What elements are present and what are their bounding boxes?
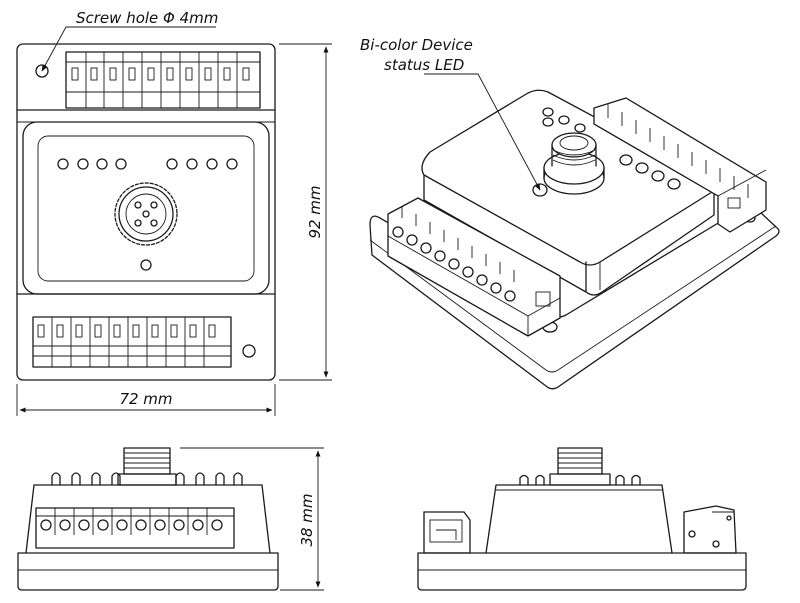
front-inner-body: [22, 121, 270, 295]
depth-label: 38 mm: [298, 493, 316, 546]
bottom-terminal-strip: [35, 507, 235, 549]
height-label: 92 mm: [306, 185, 324, 238]
bottom-terminal-block: [32, 316, 232, 368]
side-connector: [549, 447, 611, 486]
side-left-terminal: [423, 511, 471, 554]
front-leds: [57, 158, 238, 170]
iso-front-terminal-block: [387, 197, 561, 337]
front-status-led: [140, 259, 152, 271]
width-label: 72 mm: [119, 390, 172, 408]
isometric-view: Bi-color Device status LED: [360, 36, 780, 390]
screw-hole-label: Screw hole Φ 4mm: [76, 9, 218, 27]
front-outer-body: [16, 43, 276, 381]
iso-connector: [543, 132, 605, 195]
led-label-line2: status LED: [384, 56, 464, 74]
bottom-leds: [51, 472, 243, 486]
side-view: [417, 447, 747, 591]
side-leds: [519, 474, 641, 486]
side-right-terminal: [683, 505, 737, 554]
front-connector: [114, 182, 178, 246]
bottom-front-view: 38 mm: [17, 447, 324, 591]
top-terminal-block: [65, 51, 261, 109]
front-view: 72 mm 92 mm Screw hole Φ 4mm: [16, 9, 332, 416]
iso-back-leds: [542, 107, 681, 190]
led-label-line1: Bi-color Device: [360, 36, 473, 54]
iso-back-terminal-block: [593, 97, 767, 233]
screw-hole-bottom: [242, 344, 256, 358]
bottom-connector: [117, 447, 177, 486]
